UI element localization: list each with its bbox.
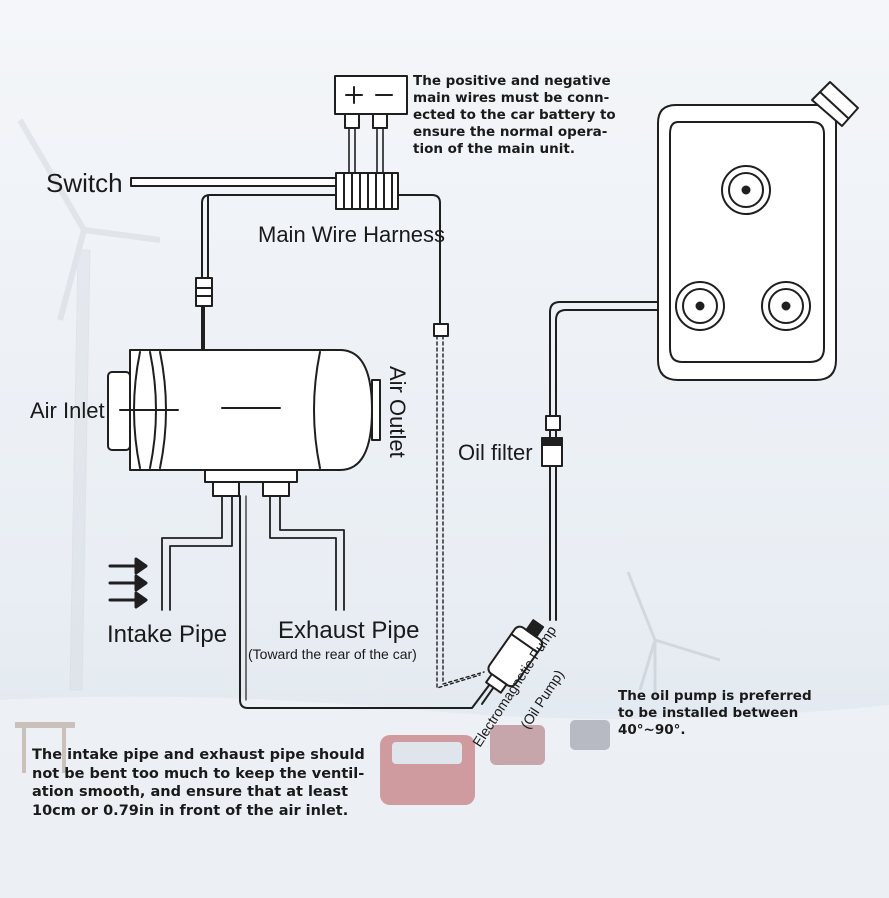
exhaust-pipe <box>269 495 345 611</box>
main-wire-harness <box>335 172 399 210</box>
harness-label: Main Wire Harness <box>258 222 445 247</box>
pump-angle-note: The oil pump is preferred to be installe… <box>618 688 812 738</box>
intake-arrows-icon <box>108 557 148 609</box>
wind-turbine-right <box>626 571 721 700</box>
oil-filter-label: Oil filter <box>458 440 533 465</box>
pump-cable-dashed <box>436 335 485 689</box>
background-gate <box>15 722 75 773</box>
electromagnetic-pump <box>480 619 545 705</box>
tank-cap <box>811 81 859 127</box>
fuel-tank <box>657 81 859 381</box>
switch-wire <box>130 177 337 187</box>
tank-port-right <box>761 281 811 331</box>
fuel-line-filter-to-pump <box>549 465 557 621</box>
intake-pipe <box>161 495 233 611</box>
tank-port-top <box>721 165 771 215</box>
pump-cable-connector <box>433 323 449 337</box>
cable-connector <box>195 277 213 307</box>
exhaust-pipe-label: Exhaust Pipe <box>278 617 419 644</box>
background-cars <box>380 720 610 805</box>
wind-turbine-left <box>17 118 161 691</box>
battery-note: The positive and negative main wires mus… <box>413 73 616 157</box>
heater-unit <box>107 349 381 497</box>
fuel-line-connector <box>545 415 561 431</box>
oil-filter <box>541 437 563 467</box>
fuel-line-tank <box>549 301 659 417</box>
air-outlet-label: Air Outlet <box>385 366 410 458</box>
battery <box>334 75 408 177</box>
exhaust-pipe-note: (Toward the rear of the car) <box>248 646 417 662</box>
harness-cable-left <box>201 194 337 393</box>
fuel-line-heater <box>239 495 491 709</box>
intake-pipe-label: Intake Pipe <box>107 621 227 648</box>
tank-port-left <box>675 281 725 331</box>
harness-cable-right <box>397 194 441 325</box>
switch-label: Switch <box>46 168 123 198</box>
pipes-note: The intake pipe and exhaust pipe should … <box>32 747 365 819</box>
air-inlet-label: Air Inlet <box>30 398 105 423</box>
